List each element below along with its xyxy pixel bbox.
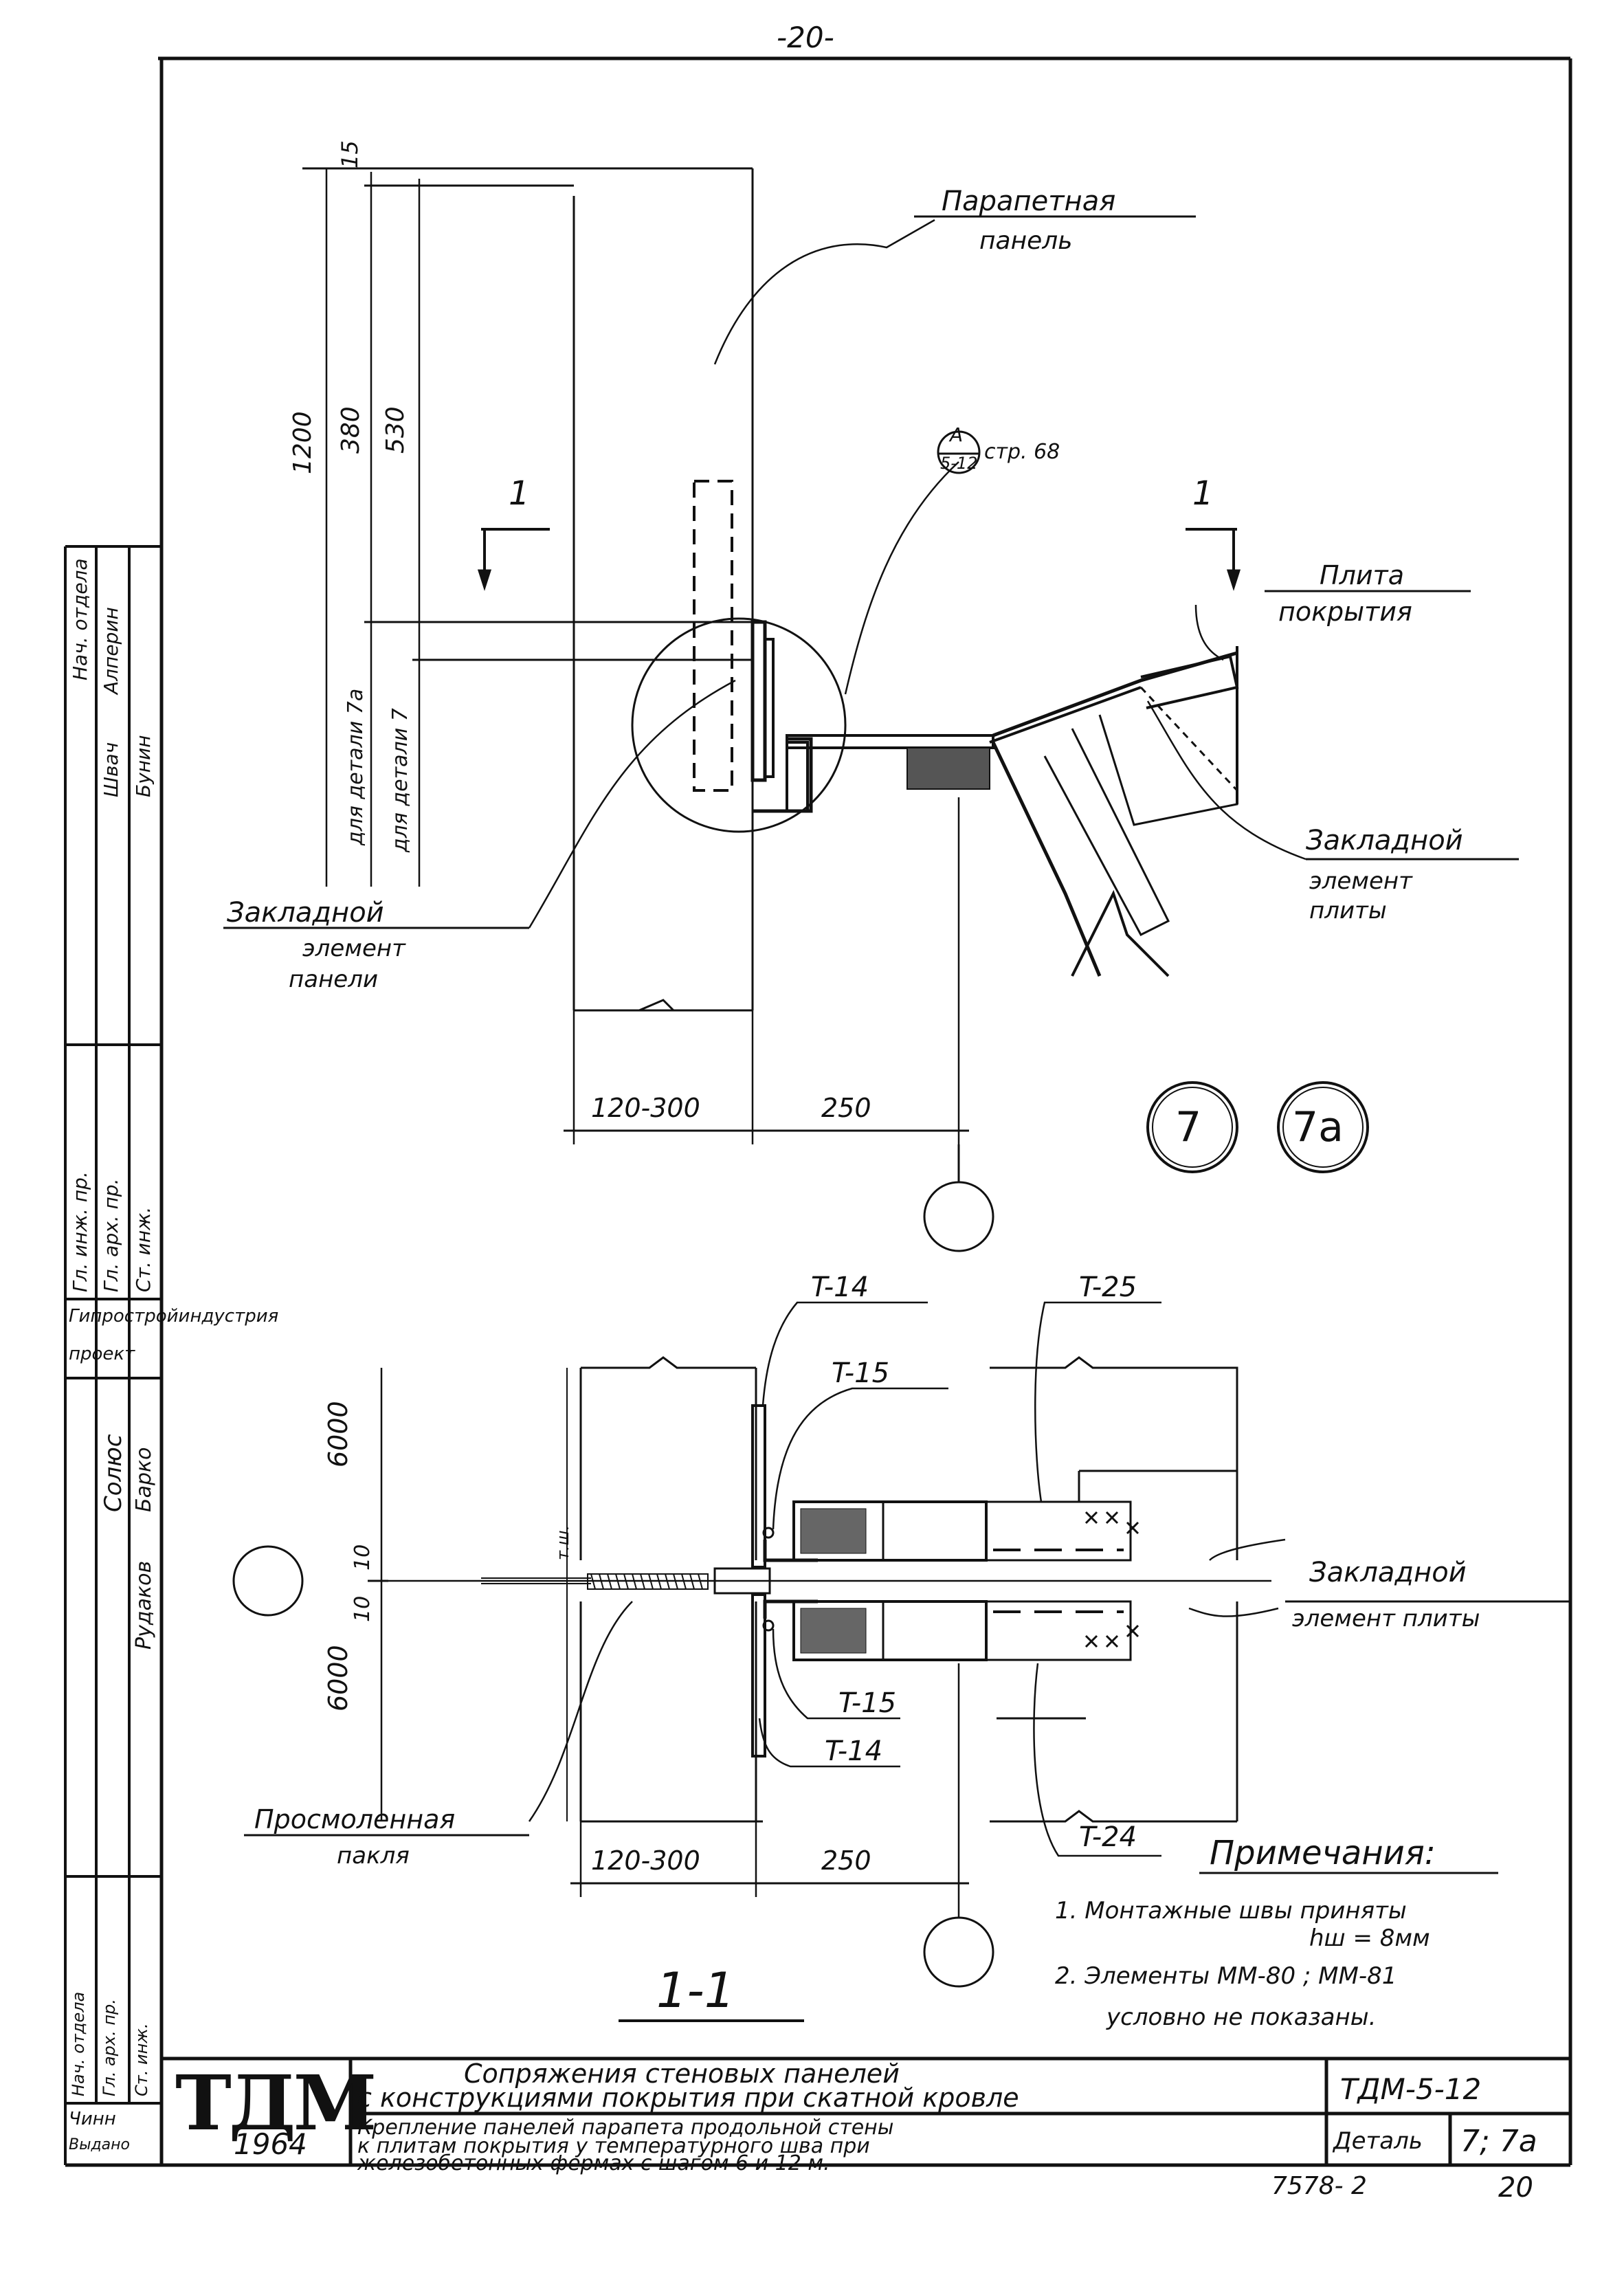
section-title: 1-1	[656, 1962, 735, 2019]
item-t14-top: T-14	[811, 1272, 869, 1303]
label-embedded-panel-2: элемент	[302, 935, 405, 962]
stamp-name-2: Швач	[100, 742, 122, 797]
item-t25: T-25	[1079, 1272, 1137, 1303]
note-2b: условно не показаны.	[1106, 2004, 1377, 2031]
section-mark-right: 1	[1192, 474, 1214, 513]
ref-sheet: 5-12	[940, 454, 978, 473]
stamp-bottom-1: Чинн	[69, 2109, 116, 2129]
item-t15-bottom: T-15	[838, 1687, 897, 1719]
dim-10-top: 10	[351, 1544, 375, 1571]
dim-lower-120-300: 120-300	[591, 1845, 700, 1876]
dim-for-7: для детали 7	[388, 708, 412, 852]
dim-380: 380	[337, 406, 365, 454]
stamp-lname-2: Барко	[132, 1447, 156, 1512]
note-1b: hш = 8мм	[1309, 1925, 1430, 1952]
stamp-role-1: Нач. отдела	[69, 558, 91, 680]
dim-1200: 1200	[289, 411, 317, 474]
stamp-role-4: Ст. инж.	[132, 1206, 155, 1292]
title-block-grid	[162, 2056, 1570, 2165]
label-embedded-slab-plan-1: Закладной	[1309, 1557, 1467, 1588]
dim-upper-120-300: 120-300	[591, 1093, 700, 1123]
title-desc-3: железобетонных фермах с шагом 6 и 12 м.	[357, 2151, 830, 2175]
note-2: 2. Элементы ММ-80 ; ММ-81	[1055, 1962, 1397, 1990]
stamp-org-1: Гипростройиндустрия	[69, 1306, 279, 1327]
stamp-lname-3: Рудаков	[132, 1560, 156, 1650]
upper-view	[223, 167, 1519, 1252]
label-embedded-panel-3: панели	[289, 966, 379, 993]
title-code: ТДМ-5-12	[1340, 2072, 1482, 2106]
dim-10-bottom: 10	[351, 1595, 375, 1622]
lower-view	[232, 1301, 1570, 2022]
stamp-lrole-2: Гл. арх. пр.	[100, 1999, 119, 2096]
label-parapet-line2: панель	[979, 227, 1073, 255]
section-mark-left: 1	[509, 474, 530, 513]
page-number-top: -20-	[777, 21, 834, 54]
ref-page: стр. 68	[984, 440, 1060, 464]
item-t15-top: T-15	[832, 1357, 890, 1389]
note-1: 1. Монтажные швы приняты	[1055, 1897, 1407, 1925]
dim-6000-top: 6000	[323, 1401, 353, 1467]
title-line2: с конструкциями покрытия при скатной кро…	[357, 2083, 1019, 2113]
label-embedded-slab-1: Закладной	[1306, 825, 1463, 856]
item-t14-bottom: T-14	[825, 1736, 883, 1767]
title-detail-label: Деталь	[1333, 2127, 1423, 2155]
label-embedded-slab-plan-2: элемент плиты	[1292, 1605, 1480, 1632]
dim-6000-bottom: 6000	[323, 1645, 353, 1711]
stamp-role-3: Гл. арх. пр.	[100, 1178, 122, 1292]
stamp-name-1: Алперин	[100, 607, 122, 694]
title-line1: Сопряжения стеновых панелей	[464, 2059, 900, 2089]
label-embedded-panel-1: Закладной	[227, 897, 384, 929]
title-year: 1964	[234, 2127, 307, 2161]
ref-letter: A	[950, 423, 964, 446]
label-embedded-slab-2: элемент	[1309, 867, 1412, 895]
dim-for-7a: для детали 7а	[344, 688, 368, 845]
sheet-number-bottom: 20	[1498, 2172, 1533, 2204]
stamp-name-3: Бунин	[132, 735, 155, 797]
dim-15: 15	[337, 140, 363, 168]
stamp-lrole-1: Нач. отдела	[69, 1991, 88, 2096]
label-embedded-slab-3: плиты	[1309, 897, 1387, 924]
label-parapet-line1: Парапетная	[942, 186, 1116, 217]
detail-7: 7	[1175, 1103, 1202, 1151]
stamp-lrole-3: Ст. инж.	[132, 2023, 151, 2096]
sheet-frame	[65, 56, 1572, 2167]
side-stamp-grid	[64, 545, 162, 2165]
dim-lower-250: 250	[821, 1845, 871, 1876]
item-t24: T-24	[1079, 1821, 1137, 1853]
archive-number: 7578- 2	[1271, 2172, 1367, 2200]
detail-7a: 7а	[1292, 1103, 1344, 1151]
label-tarred-tow-1: Просмоленная	[254, 1804, 456, 1834]
title-desc-2: к плитам покрытия у температурного шва п…	[357, 2134, 870, 2158]
dim-upper-250: 250	[821, 1093, 871, 1123]
title-logo: ТДМ	[175, 2059, 377, 2147]
label-tarred-tow-2: пакля	[337, 1842, 410, 1870]
stamp-org-2: проект	[69, 1344, 135, 1364]
title-desc-1: Крепление панелей парапета продольной ст…	[357, 2116, 894, 2140]
stamp-role-2: Гл. инж. пр.	[69, 1171, 91, 1292]
dim-530: 530	[381, 406, 410, 454]
stamp-bottom-2: Выдано	[69, 2136, 130, 2153]
stamp-lname-1: Солюс	[100, 1434, 127, 1512]
title-detail-value: 7; 7а	[1460, 2124, 1537, 2159]
joint-tsh: т.ш.	[553, 1524, 572, 1560]
notes-heading: Примечания:	[1210, 1834, 1436, 1872]
label-slab-line2: покрытия	[1278, 597, 1412, 627]
label-slab-line1: Плита	[1320, 560, 1404, 590]
